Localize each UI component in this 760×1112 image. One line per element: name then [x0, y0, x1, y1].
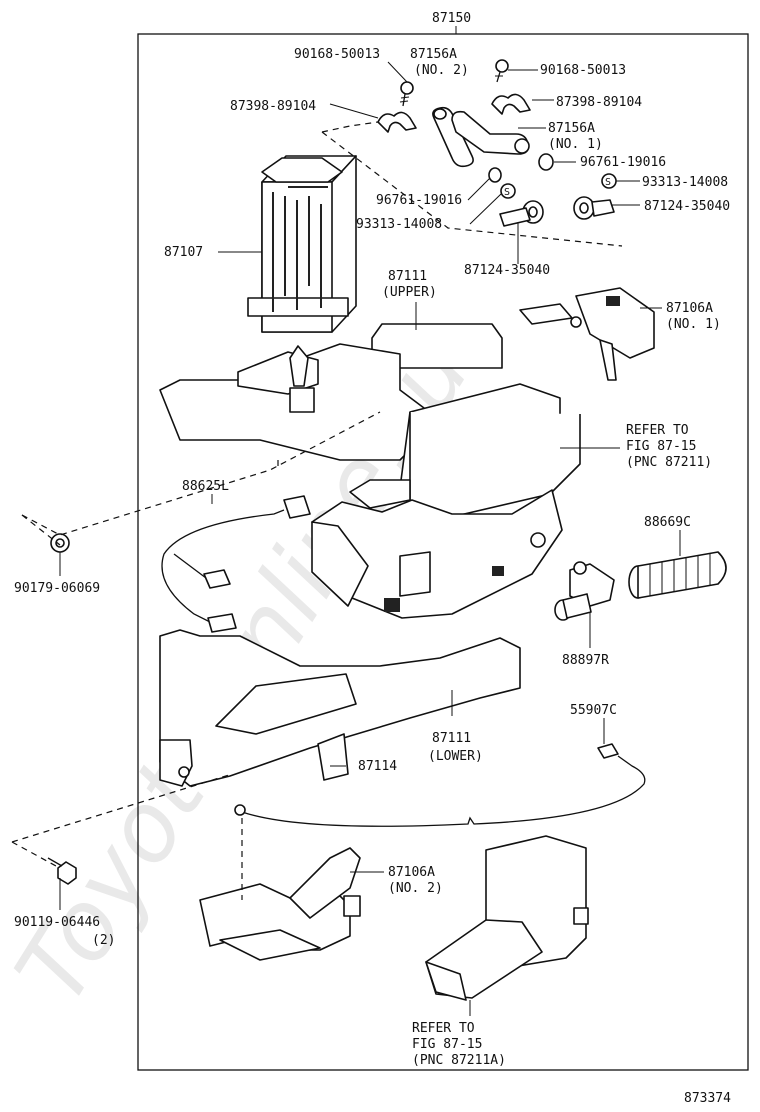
label-bracket: 87114	[358, 759, 397, 774]
label-refer-bottom-line1: REFER TO	[412, 1021, 475, 1036]
svg-text:S: S	[504, 187, 510, 198]
label-clip-left: 93313-14008	[356, 217, 442, 232]
label-oring-right: 96761-19016	[580, 155, 666, 170]
label-bolt-qty: (2)	[92, 933, 115, 948]
label-refer-top-line2: FIG 87-15	[626, 439, 696, 454]
label-refer-top-line3: (PNC 87211)	[626, 455, 712, 470]
clamp-right-part	[491, 93, 531, 115]
label-screw-right: 90168-50013	[540, 63, 626, 78]
label-hose-no1-line1: 87156A	[548, 121, 595, 136]
heater-core-part	[247, 155, 357, 333]
label-servo-no1-line1: 87106A	[666, 301, 713, 316]
label-grommet: 88669C	[644, 515, 691, 530]
label-servo-no1-line2: (NO. 1)	[666, 317, 721, 332]
clamp-left-part	[377, 111, 417, 133]
label-clamp-bottom-right: 87124-35040	[644, 199, 730, 214]
clip-left-part: S	[500, 183, 516, 199]
leader-lines	[59, 61, 681, 1016]
assembly-frame	[137, 33, 749, 1071]
label-servo-no2-line1: 87106A	[388, 865, 435, 880]
case-lower-part	[159, 629, 521, 787]
clip-right-part: S	[601, 173, 617, 189]
cable-part	[234, 743, 646, 827]
label-clamp-bottom-center: 87124-35040	[464, 263, 550, 278]
label-refer-bottom-line2: FIG 87-15	[412, 1037, 482, 1052]
hose-no1-part	[451, 110, 530, 155]
label-heater-core: 87107	[164, 245, 203, 260]
label-oring-left: 96761-19016	[376, 193, 462, 208]
label-clip-right: 93313-14008	[642, 175, 728, 190]
label-case-upper-line2: (UPPER)	[382, 285, 437, 300]
label-assembly: 87150	[432, 11, 471, 26]
label-servo-no2-line2: (NO. 2)	[388, 881, 443, 896]
label-nut: 90179-06069	[14, 581, 100, 596]
label-hose-no1-line2: (NO. 1)	[548, 137, 603, 152]
label-harness: 88625L	[182, 479, 229, 494]
svg-text:S: S	[605, 177, 611, 188]
bolt-part	[47, 857, 77, 885]
label-clamp-left: 87398-89104	[230, 99, 316, 114]
label-refer-top-line1: REFER TO	[626, 423, 689, 438]
label-clamp-right: 87398-89104	[556, 95, 642, 110]
label-screw-left: 90168-50013	[294, 47, 380, 62]
figure-number: 873374	[684, 1091, 731, 1106]
servo-no2-part	[199, 847, 361, 961]
oring-left-part	[488, 167, 502, 183]
screw-left-part	[399, 81, 414, 107]
case-upper-part	[159, 323, 503, 461]
servo-no1-part	[519, 287, 655, 381]
label-valve: 88897R	[562, 653, 609, 668]
harness-part	[161, 495, 311, 633]
label-bolt: 90119-06446	[14, 915, 100, 930]
clamp-bottom-center-part	[499, 200, 544, 227]
label-hose-no2-line2: (NO. 2)	[414, 63, 469, 78]
duct-bottom-part	[425, 835, 589, 1001]
label-refer-bottom-line3: (PNC 87211A)	[412, 1053, 506, 1068]
label-case-lower-line2: (LOWER)	[428, 749, 483, 764]
nut-part	[50, 533, 70, 553]
blower-case-part	[311, 383, 581, 619]
clamp-bottom-right-part	[573, 196, 615, 220]
valve-part	[554, 561, 615, 621]
label-case-lower-line1: 87111	[432, 731, 471, 746]
label-case-upper-line1: 87111	[388, 269, 427, 284]
grommet-part	[628, 551, 727, 599]
oring-right-part	[538, 153, 554, 171]
label-hose-no2-line1: 87156A	[410, 47, 457, 62]
hose-no2-part	[432, 106, 474, 168]
screw-right-part	[495, 59, 509, 83]
label-cable: 55907C	[570, 703, 617, 718]
